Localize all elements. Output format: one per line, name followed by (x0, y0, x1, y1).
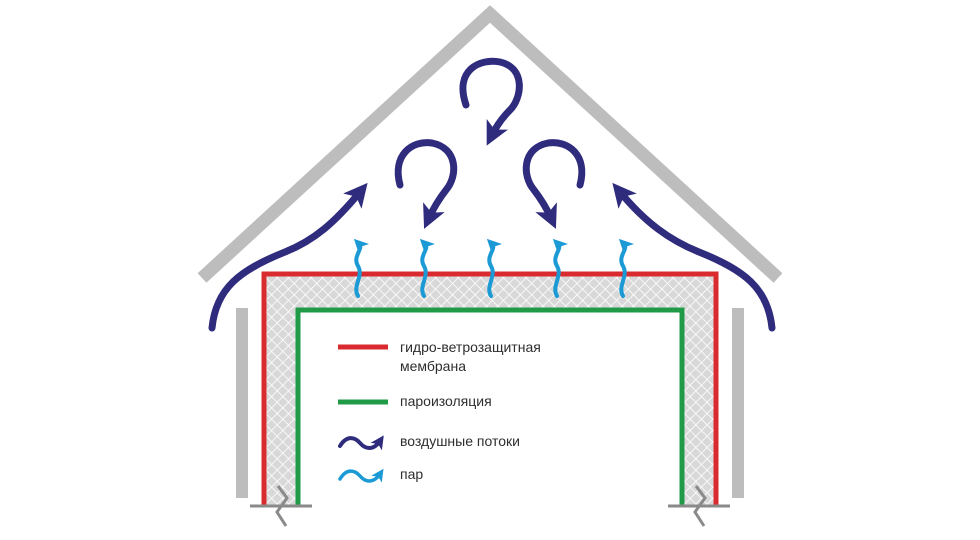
vapor-arrow-1 (353, 238, 370, 298)
legend-membrane-label: гидро-ветрозащитная мембрана (400, 338, 541, 376)
right-break-symbol (668, 485, 730, 527)
vapor-arrow-3 (486, 238, 503, 298)
left-outer-wall (236, 308, 248, 498)
legend-vapor-swatch (338, 468, 384, 483)
roof-outline (197, 5, 783, 283)
air-flow-left-side (208, 182, 368, 332)
air-flow-arrows (208, 57, 776, 332)
air-flow-loop-right (522, 139, 586, 229)
air-flow-right-side (612, 182, 776, 332)
legend-vapor-barrier-label: пароизоляция (400, 393, 492, 409)
insulation-layer (262, 274, 718, 506)
left-break-symbol (250, 485, 312, 527)
legend-air-flow-label: воздушные потоки (400, 433, 520, 449)
legend-membrane-text-line2: мембрана (400, 358, 466, 374)
vapor-arrows (353, 238, 635, 298)
vapor-arrow-4 (552, 238, 569, 298)
air-flow-loop-left (394, 139, 458, 229)
legend-vapor-label: пар (400, 466, 424, 482)
membrane-line (261, 271, 719, 506)
legend-air-flow-swatch (338, 435, 384, 451)
legend-membrane-text-line1: гидро-ветрозащитная (400, 339, 541, 355)
vapor-barrier-line (295, 307, 685, 506)
vapor-arrow-2 (419, 238, 436, 298)
right-outer-wall (732, 308, 744, 498)
vapor-arrow-5 (618, 238, 635, 298)
air-flow-loop-top (459, 57, 523, 146)
